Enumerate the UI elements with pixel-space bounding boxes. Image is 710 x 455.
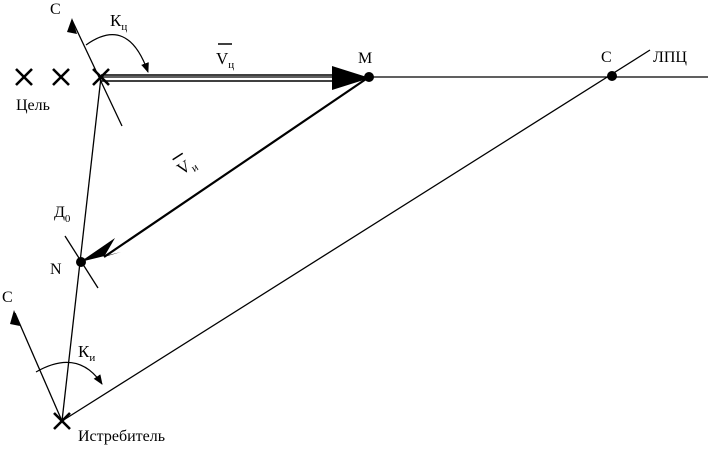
course-target-label: Кц	[110, 11, 127, 33]
target-cross-marker-1	[15, 68, 33, 86]
target-cross-marker-current	[92, 68, 110, 86]
velocity-interceptor-label: Vи	[172, 152, 201, 179]
point-m-dot	[364, 72, 374, 82]
target-path-label: ЛПЦ	[653, 49, 687, 66]
distance-label: Д0	[54, 204, 71, 225]
target-velocity-vector	[101, 66, 370, 90]
velocity-target-label: Vц	[216, 43, 234, 71]
point-m-label: М	[358, 50, 372, 67]
point-n-dot	[76, 257, 86, 267]
target-label: Цель	[16, 97, 50, 114]
point-c-label: С	[601, 49, 612, 66]
point-n-label: N	[50, 261, 62, 278]
north-arrow-bottom	[10, 310, 63, 422]
svg-text:Vц: Vц	[216, 49, 234, 71]
course-interceptor-label: Ки	[78, 342, 95, 364]
north-label-top: С	[50, 1, 61, 18]
interceptor-velocity-vector	[80, 76, 370, 262]
interceptor-to-c-line	[61, 49, 651, 422]
course-arc-interceptor	[35, 361, 103, 385]
north-label-bottom: С	[2, 289, 13, 306]
target-cross-marker-2	[52, 68, 70, 86]
interceptor-to-target-line	[61, 76, 102, 422]
interceptor-cross-marker	[53, 412, 71, 430]
interceptor-label: Истребитель	[78, 428, 165, 445]
point-c-dot	[607, 71, 617, 81]
course-arc-target	[85, 34, 149, 73]
